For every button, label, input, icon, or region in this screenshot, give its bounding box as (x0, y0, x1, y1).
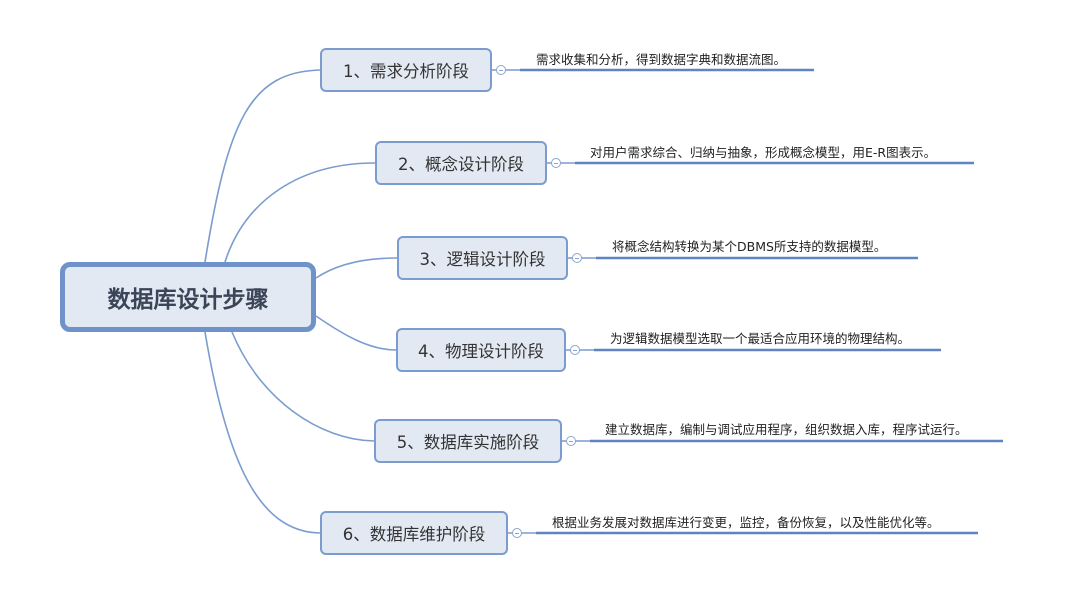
collapse-toggle-icon[interactable] (551, 158, 561, 168)
stage-node-6[interactable]: 6、数据库维护阶段 (320, 511, 508, 555)
collapse-toggle-icon[interactable] (512, 528, 522, 538)
collapse-toggle-icon[interactable] (570, 345, 580, 355)
stage-description-2: 对用户需求综合、归纳与抽象，形成概念模型，用E-R图表示。 (590, 145, 937, 160)
collapse-toggle-icon[interactable] (566, 436, 576, 446)
stage-description-3: 将概念结构转换为某个DBMS所支持的数据模型。 (612, 239, 887, 254)
collapse-toggle-icon[interactable] (496, 65, 506, 75)
stage-node-1[interactable]: 1、需求分析阶段 (320, 48, 492, 92)
stage-node-2[interactable]: 2、概念设计阶段 (375, 141, 547, 185)
stage-node-4[interactable]: 4、物理设计阶段 (396, 328, 566, 372)
stage-description-5: 建立数据库，编制与调试应用程序，组织数据入库，程序试运行。 (605, 422, 968, 437)
stage-description-4: 为逻辑数据模型选取一个最适合应用环境的物理结构。 (610, 331, 911, 346)
stage-node-3[interactable]: 3、逻辑设计阶段 (397, 236, 568, 280)
collapse-toggle-icon[interactable] (572, 253, 582, 263)
stage-description-1: 需求收集和分析，得到数据字典和数据流图。 (536, 52, 787, 67)
root-node[interactable]: 数据库设计步骤 (60, 262, 316, 332)
stage-node-5[interactable]: 5、数据库实施阶段 (374, 419, 562, 463)
stage-description-6: 根据业务发展对数据库进行变更，监控，备份恢复，以及性能优化等。 (552, 515, 940, 530)
